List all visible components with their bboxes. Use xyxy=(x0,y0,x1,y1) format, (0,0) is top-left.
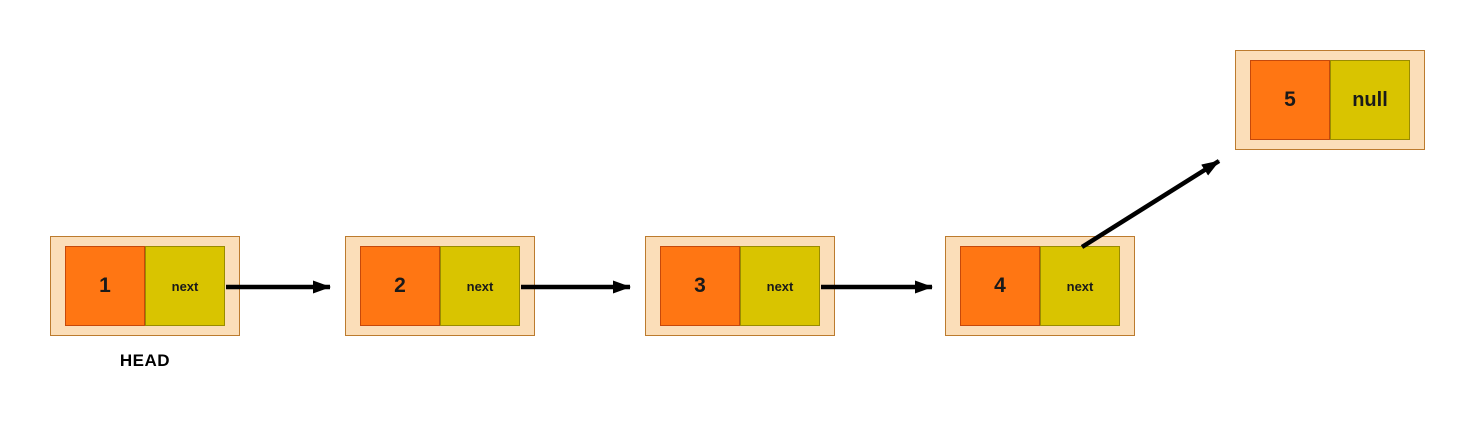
node-3-value-cell: 3 xyxy=(660,246,740,326)
node-5-null-cell: null xyxy=(1330,60,1410,140)
node-1-value-cell: 1 xyxy=(65,246,145,326)
list-node-5: 5 null xyxy=(1235,50,1425,150)
node-1-pointer-cell: next xyxy=(145,246,225,326)
node-4-inner: 4 next xyxy=(960,246,1120,326)
node-5-value-cell: 5 xyxy=(1250,60,1330,140)
list-node-4: 4 next xyxy=(945,236,1135,336)
node-3-inner: 3 next xyxy=(660,246,820,326)
node-2-pointer-cell: next xyxy=(440,246,520,326)
arrow-node4-to-node5 xyxy=(1080,159,1221,249)
list-node-2: 2 next xyxy=(345,236,535,336)
list-node-1: 1 next xyxy=(50,236,240,336)
node-4-value-cell: 4 xyxy=(960,246,1040,326)
list-node-3: 3 next xyxy=(645,236,835,336)
head-label: HEAD xyxy=(119,351,171,370)
node-5-inner: 5 null xyxy=(1250,60,1410,140)
node-3-pointer-cell: next xyxy=(740,246,820,326)
node-2-inner: 2 next xyxy=(360,246,520,326)
node-4-pointer-cell: next xyxy=(1040,246,1120,326)
node-1-inner: 1 next xyxy=(65,246,225,326)
node-2-value-cell: 2 xyxy=(360,246,440,326)
